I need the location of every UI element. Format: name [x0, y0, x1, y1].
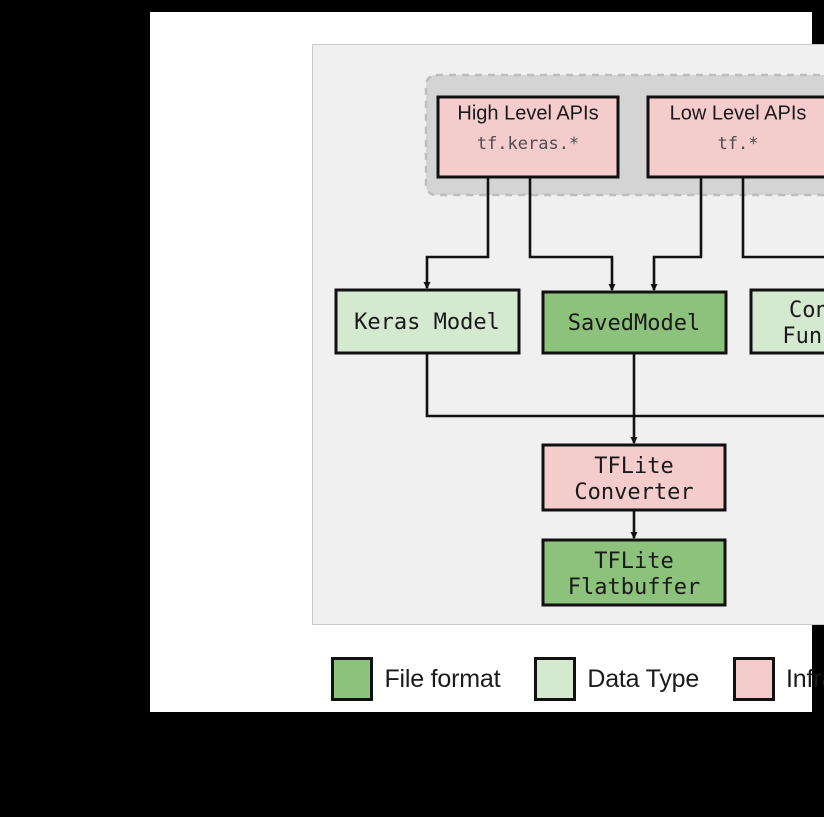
node-label2-concrete-functions: Functions — [782, 324, 824, 349]
edge-keras-to-bus — [425, 354, 824, 418]
node-saved-model[interactable]: SavedModel — [541, 290, 728, 355]
edge-low-to-concrete — [741, 177, 824, 259]
legend-item-data-type: Data Type — [534, 657, 699, 701]
node-label2-tflite-flatbuffer: Flatbuffer — [568, 575, 700, 600]
node-box-tflite-flatbuffer — [541, 538, 727, 607]
node-sublabel-low-level-apis: tf.* — [718, 134, 759, 154]
node-box-concrete-functions — [749, 288, 824, 355]
legend-swatch-infrastructure — [733, 657, 776, 701]
edge-low-to-savedmodel — [650, 177, 703, 292]
flowchart-svg: High Level APIs tf.keras.* Low Level API… — [334, 73, 824, 607]
node-tflite-flatbuffer[interactable]: TFLite Flatbuffer — [541, 538, 727, 607]
node-box-low-level-apis — [646, 95, 824, 179]
node-box-saved-model — [541, 290, 728, 355]
node-label-high-level-apis: High Level APIs — [457, 103, 598, 125]
node-label2-tflite-converter: Converter — [574, 480, 693, 505]
node-box-tflite-converter — [541, 443, 727, 512]
diagram-panel: High Level APIs tf.keras.* Low Level API… — [312, 44, 824, 625]
node-sublabel-high-level-apis: tf.keras.* — [477, 134, 579, 154]
node-low-level-apis[interactable]: Low Level APIs tf.* — [646, 95, 824, 179]
legend-label-data-type: Data Type — [587, 664, 700, 693]
node-label-concrete-functions: Concrete — [789, 298, 824, 323]
page-card: High Level APIs tf.keras.* Low Level API… — [150, 12, 824, 712]
node-label-tflite-flatbuffer: TFLite — [594, 549, 673, 574]
legend-swatch-file-format — [331, 657, 374, 701]
legend-item-file-format: File format — [331, 657, 501, 701]
node-box-high-level-apis — [436, 95, 620, 179]
node-label-keras-model: Keras Model — [354, 310, 500, 335]
node-label-low-level-apis: Low Level APIs — [670, 103, 807, 125]
node-high-level-apis[interactable]: High Level APIs tf.keras.* — [436, 95, 620, 179]
edge-layer — [423, 177, 824, 540]
node-tflite-converter[interactable]: TFLite Converter — [541, 443, 727, 512]
node-label-tflite-converter: TFLite — [594, 454, 673, 479]
node-concrete-functions[interactable]: Concrete Functions — [749, 288, 824, 355]
edge-high-to-savedmodel — [528, 177, 616, 292]
legend-swatch-data-type — [534, 657, 577, 701]
node-box-keras-model — [334, 288, 521, 355]
legend: File format Data Type Infrastructure — [300, 648, 824, 710]
legend-label-infrastructure: Infrastructure — [786, 664, 824, 693]
legend-label-file-format: File format — [384, 664, 501, 693]
node-keras-model[interactable]: Keras Model — [334, 288, 521, 355]
node-label-saved-model: SavedModel — [568, 311, 700, 336]
legend-item-infrastructure: Infrastructure — [733, 657, 824, 701]
edge-high-to-keras — [423, 177, 490, 290]
